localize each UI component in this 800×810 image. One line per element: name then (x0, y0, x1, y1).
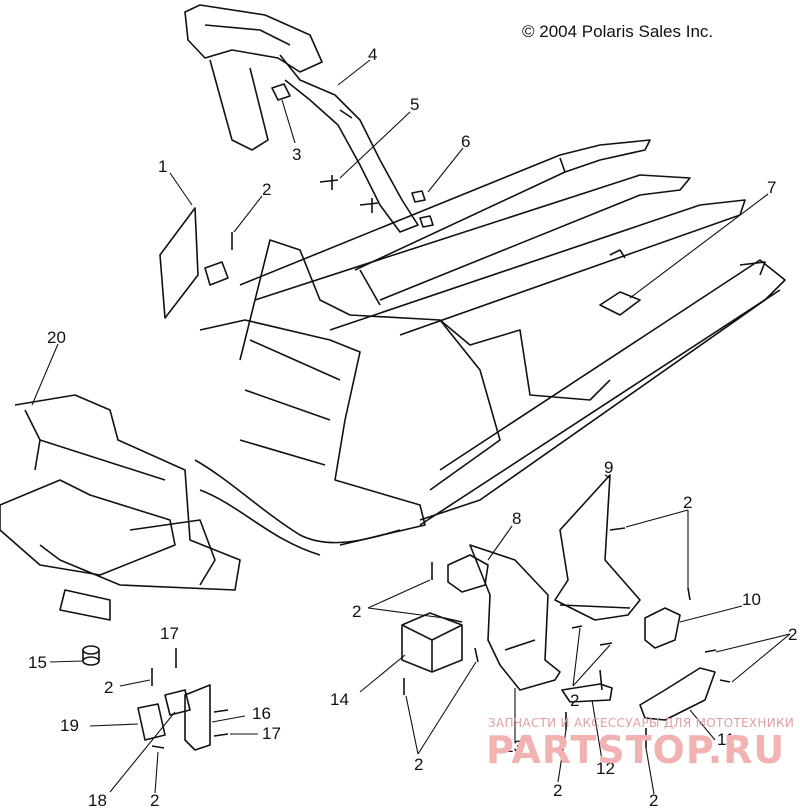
callout-8: 8 (512, 509, 521, 528)
panel-part-1 (159, 207, 229, 319)
callout-14: 14 (330, 690, 349, 709)
callout-15: 15 (28, 653, 47, 672)
callout-3: 3 (292, 145, 301, 164)
bracket-part-13 (469, 544, 561, 691)
mount-plate-part-16 (164, 684, 211, 751)
bracket-part-11 (639, 667, 716, 721)
copyright-text: © 2004 Polaris Sales Inc. (522, 22, 714, 41)
callout-18: 18 (88, 791, 107, 810)
callout-2: 2 (104, 678, 113, 697)
watermark-tagline: ЗАПЧАСТИ И АКСЕССУАРЫ ДЛЯ МОТОТЕХНИКИ (488, 716, 795, 730)
callout-2: 2 (683, 493, 692, 512)
callout-12: 12 (596, 759, 615, 778)
running-board-part (419, 259, 786, 526)
callout-17: 17 (160, 624, 179, 643)
callout-2: 2 (414, 755, 423, 774)
bracket-part-12 (561, 669, 613, 703)
callout-5: 5 (410, 95, 419, 114)
callout-10: 10 (742, 590, 761, 609)
callout-6: 6 (461, 132, 470, 151)
steering-post-part (184, 4, 419, 233)
spacer-part-15 (82, 645, 100, 666)
callout-2: 2 (150, 791, 159, 810)
callout-1: 1 (158, 157, 167, 176)
mount-plate-part-19 (137, 703, 166, 741)
callout-2: 2 (788, 625, 797, 644)
callout-2: 2 (649, 791, 658, 810)
callout-4: 4 (368, 45, 377, 64)
block-part-14 (401, 612, 463, 673)
tunnel-part (239, 139, 746, 336)
clip-part-10 (644, 607, 681, 649)
grommet-part-7 (599, 249, 641, 316)
callout-20: 20 (47, 328, 66, 347)
callout-2: 2 (262, 180, 271, 199)
leader-lines (31, 59, 791, 795)
callout-17: 17 (262, 724, 281, 743)
callout-9: 9 (604, 458, 613, 477)
chassis-side-panel (199, 239, 611, 546)
callout-2: 2 (553, 781, 562, 800)
callout-16: 16 (252, 704, 271, 723)
callout-11: 11 (717, 730, 735, 749)
callout-13: 13 (504, 737, 523, 756)
front-frame-part (0, 394, 241, 621)
callout-2: 2 (570, 691, 579, 710)
callout-19: 19 (60, 716, 79, 735)
skid-part-9 (554, 474, 641, 621)
callout-numbers: 1 2 3 4 5 6 7 20 8 9 2 10 2 11 12 2 13 1… (28, 45, 797, 810)
watermark-logo: PARTSTOP.RU (486, 728, 786, 772)
bracket-part-8 (447, 554, 489, 593)
callout-7: 7 (767, 178, 776, 197)
small-fasteners (231, 83, 434, 250)
callout-2: 2 (352, 602, 361, 621)
line-routing (194, 459, 401, 556)
